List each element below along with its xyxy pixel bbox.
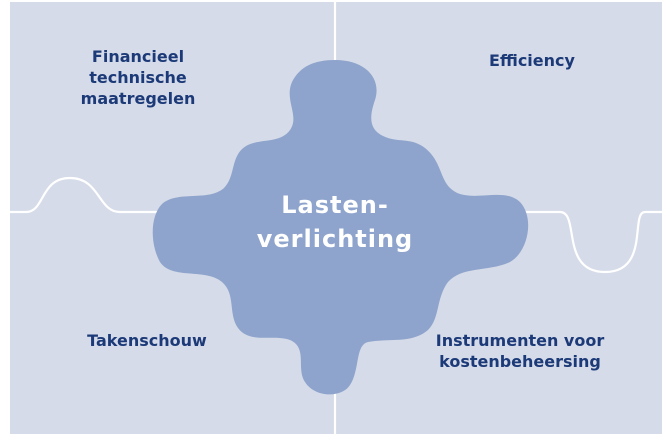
quadrant-label-top-left: Financieel technische maatregelen [80, 47, 196, 108]
seam-right-knob [518, 210, 664, 274]
seam-left-knob [8, 176, 164, 214]
center-puzzle-piece [152, 60, 529, 395]
puzzle-seams [8, 0, 664, 436]
quadrant-label-bottom-left: Takenschouw [87, 331, 207, 350]
quadrant-label-bottom-right: Instrumenten voor kostenbeheersing [435, 331, 605, 371]
center-label: Lasten- verlichting [256, 191, 414, 253]
quadrant-label-top-right: Efficiency [489, 51, 575, 70]
